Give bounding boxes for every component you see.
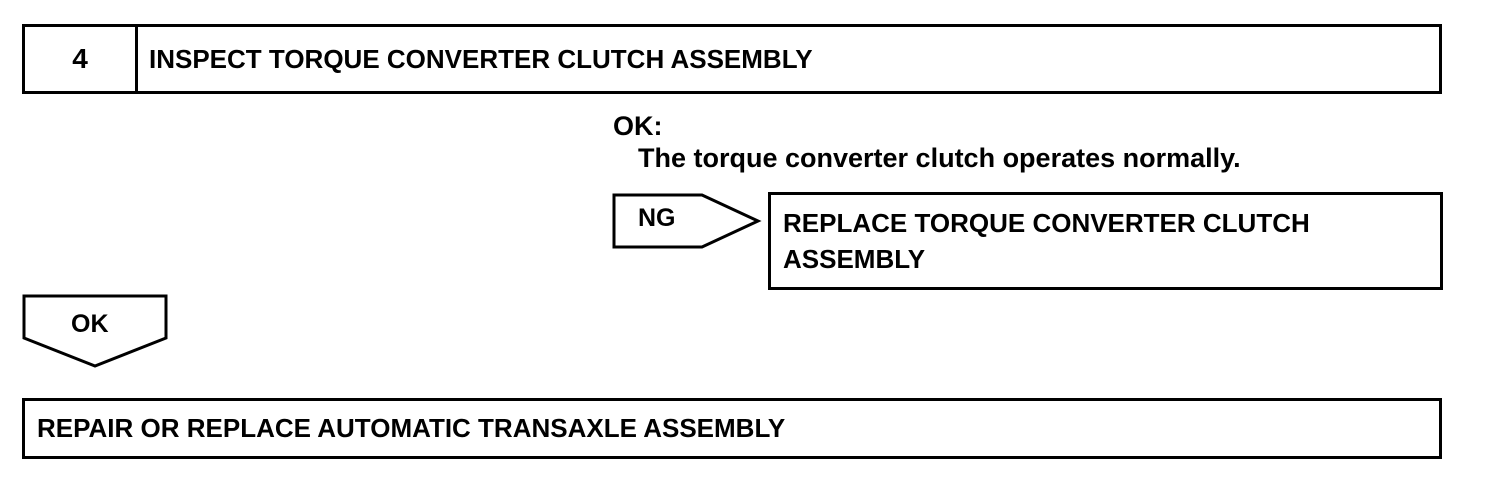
ok-condition-heading: OK: [613,111,663,141]
ok-arrow-icon [22,294,168,368]
step-box: 4 INSPECT TORQUE CONVERTER CLUTCH ASSEMB… [22,24,1442,94]
ok-condition-text: The torque converter clutch operates nor… [638,143,1241,173]
ng-arrow-icon [612,193,762,249]
ng-action-text: REPLACE TORQUE CONVERTER CLUTCH ASSEMBLY [783,208,1310,274]
step-title: INSPECT TORQUE CONVERTER CLUTCH ASSEMBLY [149,43,813,74]
final-action-box: REPAIR OR REPLACE AUTOMATIC TRANSAXLE AS… [22,398,1442,459]
ok-label: OK [71,310,109,338]
final-action-text: REPAIR OR REPLACE AUTOMATIC TRANSAXLE AS… [37,413,786,443]
step-number: 4 [25,27,138,91]
ng-label: NG [638,204,676,232]
ng-action-box: REPLACE TORQUE CONVERTER CLUTCH ASSEMBLY [768,192,1443,290]
